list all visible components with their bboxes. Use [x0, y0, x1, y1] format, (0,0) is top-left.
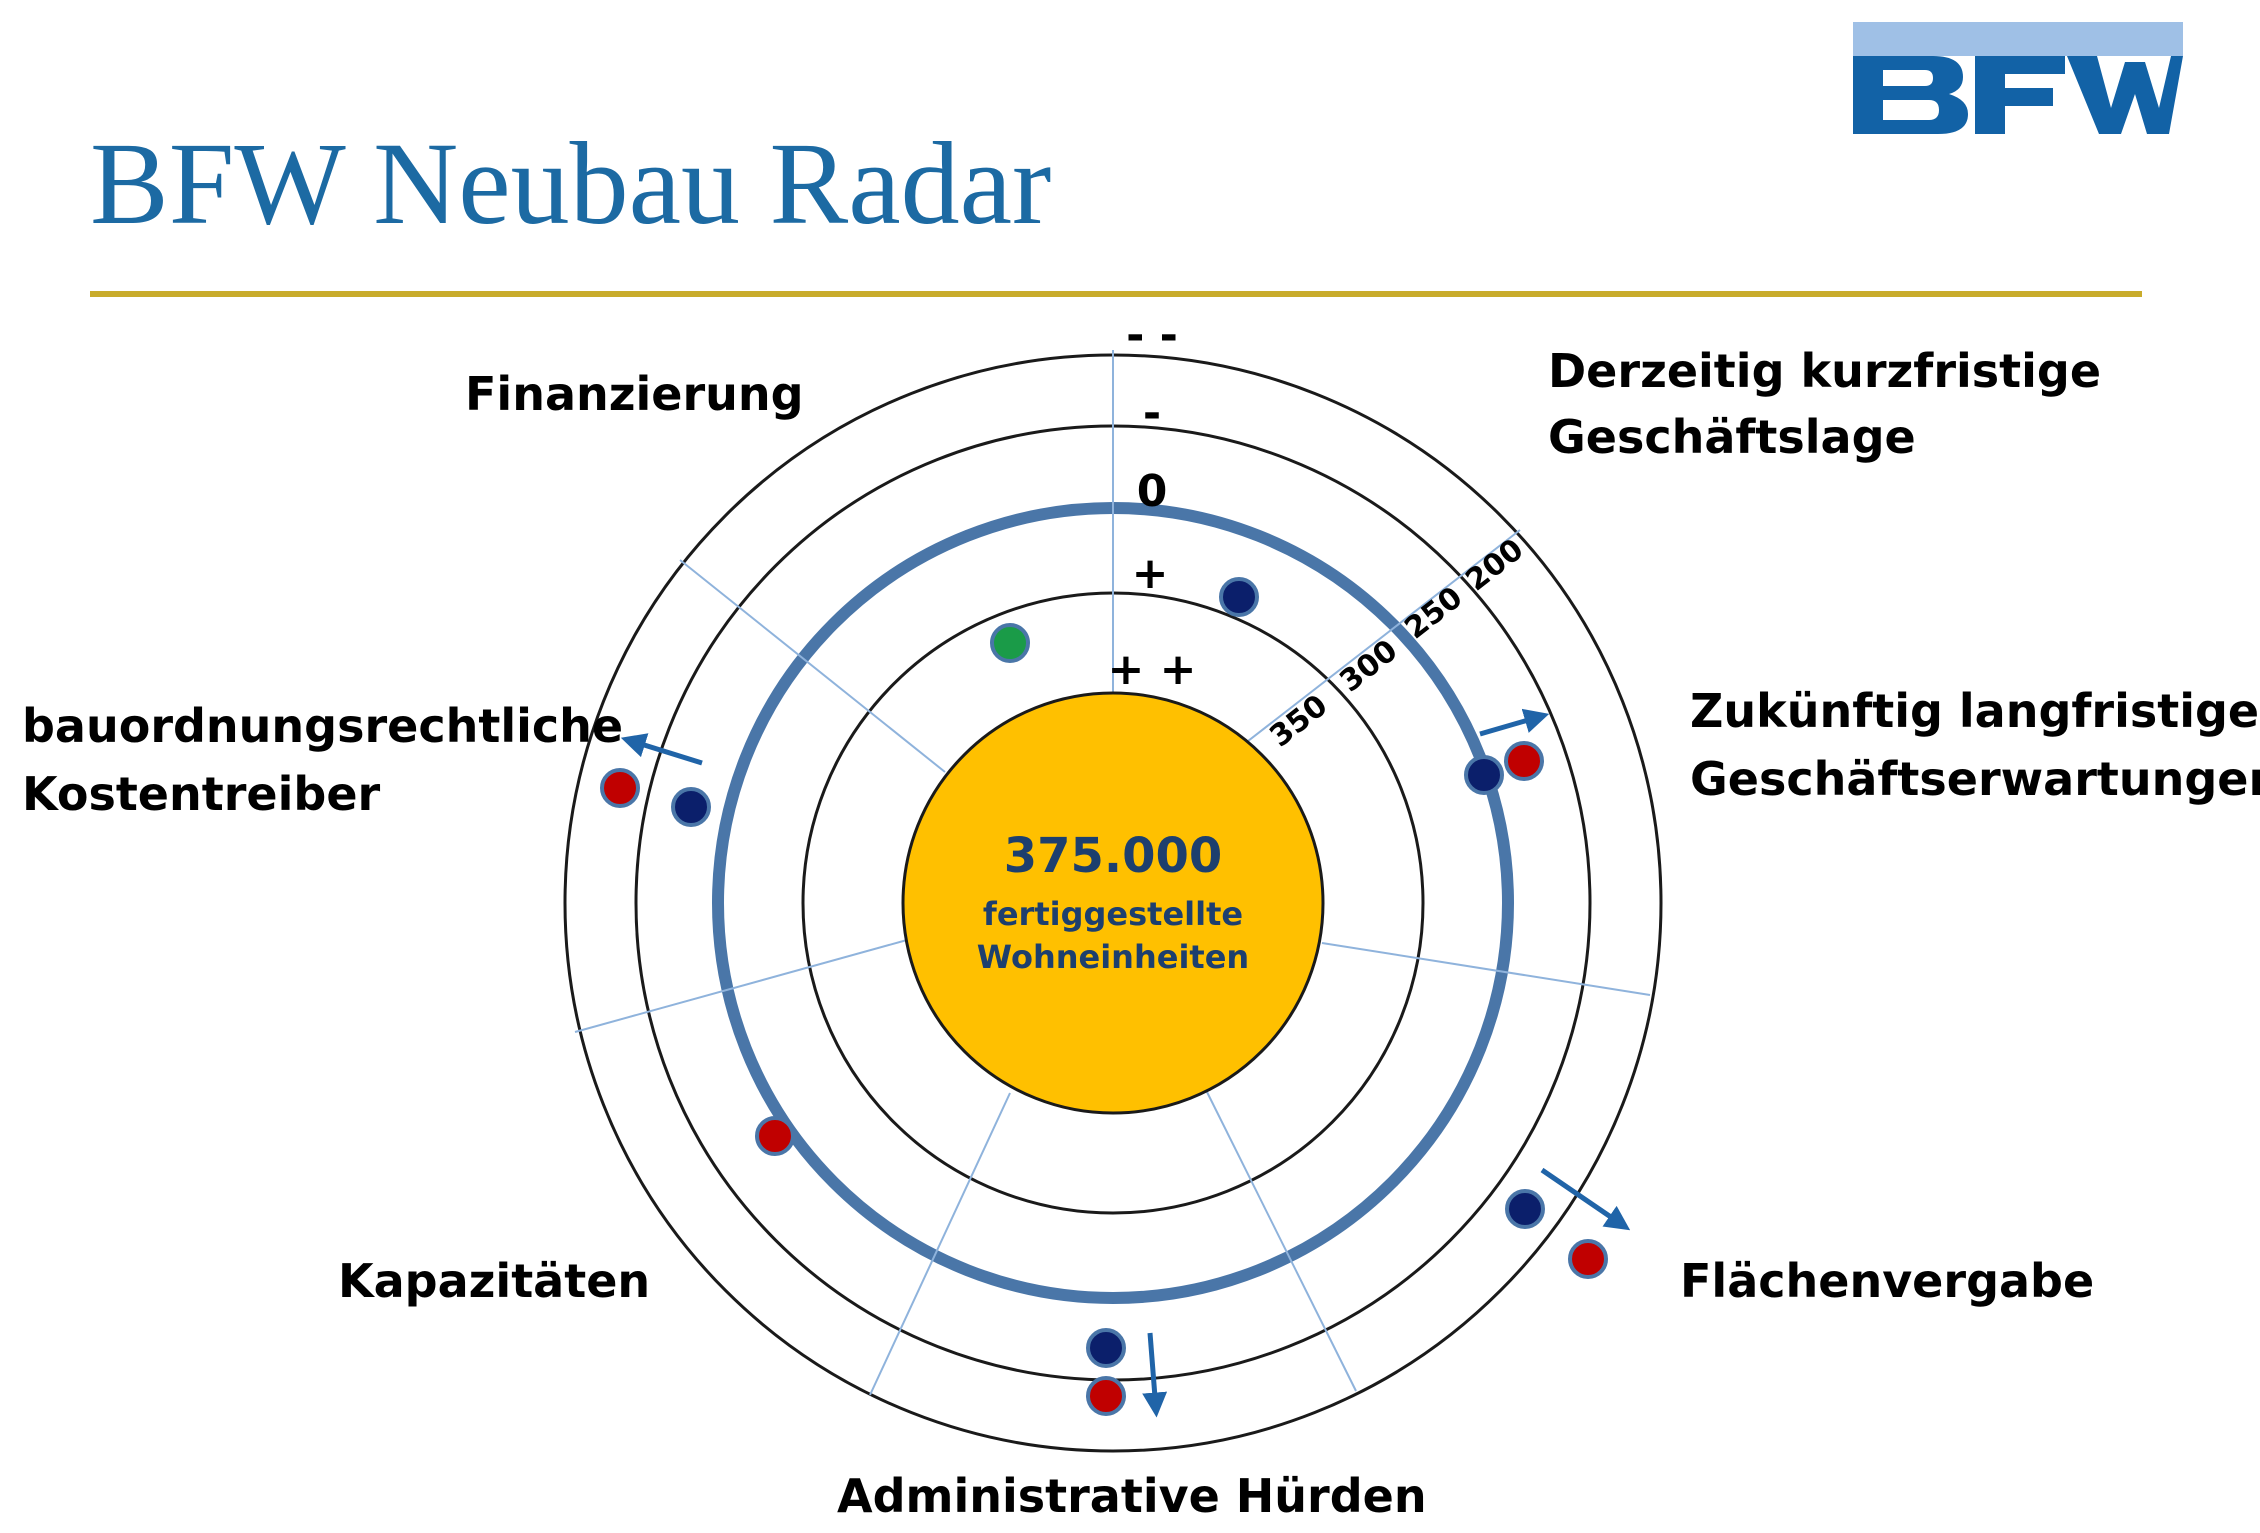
category-flaechenvergabe: Flächenvergabe [1680, 1254, 2094, 1308]
category-langfristig-line1: Zukünftig langfristige [1690, 684, 2259, 738]
category-bauordnung-line2: Kostentreiber [22, 767, 381, 821]
arrow-langfristig [1479, 708, 1550, 737]
category-kurzfristig-line1: Derzeitig kurzfristige [1548, 344, 2101, 398]
category-administrativ: Administrative Hürden [837, 1469, 1427, 1523]
bfw-logo-icon [1853, 22, 2183, 134]
arrow-flaechenvergabe [1540, 1167, 1631, 1231]
center-label-2: Wohneinheiten [977, 938, 1249, 976]
arrow-bauordnung [620, 733, 703, 766]
dot-bauordnung-current [671, 787, 711, 827]
scale-label-zero: 0 [1137, 466, 1168, 517]
trend-arrows [620, 708, 1631, 1418]
radius-label-300: 300 [1333, 633, 1404, 699]
category-langfristig-line2: Geschäftserwartungen [1690, 752, 2260, 806]
dot-finanzierung-current [990, 623, 1030, 663]
sector-lines [574, 350, 1651, 1396]
dot-kurzfristig-current [1219, 577, 1259, 617]
dot-langfristig-previous [1504, 741, 1544, 781]
dot-administrativ-previous [1086, 1376, 1126, 1416]
dot-langfristig-current [1464, 755, 1504, 795]
dot-administrativ-current [1086, 1328, 1126, 1368]
radius-label-350: 350 [1263, 688, 1334, 754]
scale-label-plus-plus: + + [1107, 644, 1196, 695]
center-value: 375.000 [1004, 828, 1223, 884]
dot-bauordnung-previous [600, 768, 640, 808]
center-label-1: fertiggestellte [983, 895, 1243, 933]
arrow-administrativ [1142, 1332, 1168, 1418]
category-kapazitaeten: Kapazitäten [338, 1254, 650, 1308]
page-title: BFW Neubau Radar [90, 118, 1052, 249]
dot-flaechenvergabe-previous [1568, 1239, 1608, 1279]
scale-label-minus-minus: - - [1126, 310, 1178, 361]
scale-label-plus: + [1132, 548, 1169, 599]
indicator-dots [600, 577, 1608, 1416]
scale-label-minus: - [1143, 388, 1161, 439]
category-kurzfristig-line2: Geschäftslage [1548, 410, 1916, 464]
title-divider [90, 291, 2142, 297]
category-finanzierung: Finanzierung [465, 367, 804, 421]
center-circle [901, 691, 1325, 1115]
dot-flaechenvergabe-current [1505, 1189, 1545, 1229]
category-bauordnung-line1: bauordnungsrechtliche [22, 699, 623, 753]
dot-kapazitaeten-current [755, 1116, 795, 1156]
